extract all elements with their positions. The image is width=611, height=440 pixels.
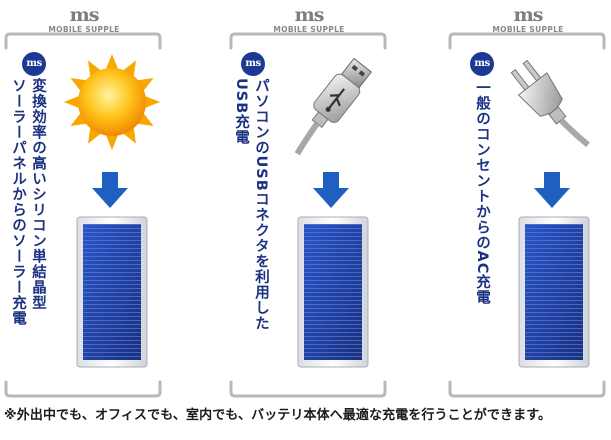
solar-cell-icon [76, 216, 148, 368]
panel-bracket [4, 32, 162, 398]
usb-plug-icon [294, 57, 373, 156]
brand-mark: ms [69, 4, 100, 26]
panel-caption-line-2: ソーラーパネルからのソーラー充電 [10, 78, 26, 326]
down-arrow-icon [313, 172, 349, 208]
brand-logo: ms MOBILE SUPPLE [428, 4, 611, 35]
panel-usb: ms MOBILE SUPPLE ms パソコンのUSBコネクタを利用した US… [225, 0, 425, 400]
footnote: ※外出中でも、オフィスでも、室内でも、バッテリ本体へ最適な充電を行うことができま… [4, 408, 552, 423]
brand-mark: ms [294, 4, 325, 26]
panel-caption-line-1: 一般のコンセントからのAC充電 [474, 80, 490, 306]
panel-bracket [229, 32, 387, 398]
panel-solar: ms MOBILE SUPPLE ms 変換効率の高いシリコン単結晶型 ソーラー… [0, 0, 200, 400]
ac-plug-icon [510, 59, 590, 148]
panel-badge: ms [241, 52, 265, 76]
brand-name: MOBILE SUPPLE [492, 25, 564, 34]
panel-caption-line-1: 変換効率の高いシリコン単結晶型 [30, 78, 46, 311]
brand-name: MOBILE SUPPLE [273, 25, 345, 34]
brand-name: MOBILE SUPPLE [48, 25, 120, 34]
panel-caption-line-1: パソコンのUSBコネクタを利用した [253, 78, 269, 332]
solar-cell-icon [518, 216, 590, 368]
sun-icon [64, 54, 160, 150]
brand-logo: ms MOBILE SUPPLE [209, 4, 409, 35]
panel-bracket [448, 32, 606, 398]
down-arrow-icon [92, 172, 128, 208]
brand-mark: ms [513, 4, 544, 26]
panel-caption-line-2: USB充電 [233, 78, 249, 146]
brand-logo: ms MOBILE SUPPLE [0, 4, 184, 35]
panel-ac: ms MOBILE SUPPLE ms 一般のコンセントからのAC充電 [444, 0, 611, 400]
down-arrow-icon [534, 172, 570, 208]
solar-cell-icon [297, 216, 369, 368]
panel-badge: ms [22, 52, 46, 76]
panel-badge: ms [470, 52, 494, 76]
